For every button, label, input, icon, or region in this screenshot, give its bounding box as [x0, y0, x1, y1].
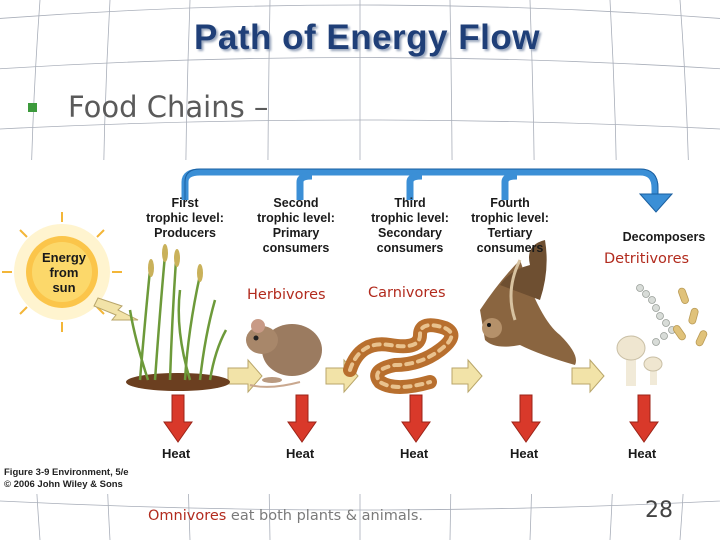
- heat-label: Heat: [510, 446, 539, 461]
- bullet-marker: [28, 103, 37, 112]
- carnivores-annotation: Carnivores: [368, 285, 446, 301]
- detritivores-annotation: Detritivores: [604, 251, 690, 267]
- level-tertiary-label: Fourth trophic level: Tertiary consumers: [471, 196, 549, 255]
- heat-label: Heat: [286, 446, 315, 461]
- caption-line-2: © 2006 John Wiley & Sons: [4, 479, 123, 490]
- heat-label: Heat: [628, 446, 657, 461]
- heat-arrow: [511, 394, 541, 443]
- blue-arrow-head: [638, 193, 674, 213]
- mouse-herbivore-icon: [246, 319, 322, 388]
- heat-arrow: [287, 394, 317, 443]
- flow-arrows: [93, 297, 605, 394]
- decomposer-mushroom-icon: [616, 335, 663, 386]
- heat-label: Heat: [162, 446, 191, 461]
- energy-from-sun-label: Energy from sun: [41, 250, 87, 295]
- omnivores-rest: eat both plants & animals.: [226, 508, 423, 524]
- herbivores-annotation: Herbivores: [247, 287, 326, 303]
- omnivores-note: Omnivores eat both plants & animals.: [148, 508, 423, 524]
- heat-arrow: [629, 394, 659, 443]
- heat-arrows: [163, 394, 659, 443]
- heat-label: Heat: [400, 446, 429, 461]
- bullet-food-chains: Food Chains –: [68, 90, 269, 124]
- hawk-tertiary-icon: [480, 240, 576, 365]
- snake-carnivore-icon: [343, 318, 459, 394]
- level-decomposers-label: Decomposers: [622, 230, 706, 244]
- page-number: 28: [645, 498, 673, 523]
- food-chain-figure: [0, 160, 720, 494]
- figure-caption: Figure 3-9 Environment, 5/e © 2006 John …: [4, 467, 129, 491]
- sun-icon: [2, 212, 122, 332]
- grass-producer-icon: [126, 244, 230, 391]
- heat-arrow: [163, 394, 193, 443]
- omnivores-term: Omnivores: [148, 508, 227, 524]
- level-primary-label: Second trophic level: Primary consumers: [257, 196, 335, 255]
- slide-title: Path of Energy Flow: [194, 18, 540, 57]
- heat-arrow: [401, 394, 431, 443]
- level-producers-label: First trophic level: Producers: [146, 196, 224, 240]
- level-secondary-label: Third trophic level: Secondary consumers: [371, 196, 449, 255]
- caption-line-1: Figure 3-9 Environment, 5/e: [4, 467, 129, 478]
